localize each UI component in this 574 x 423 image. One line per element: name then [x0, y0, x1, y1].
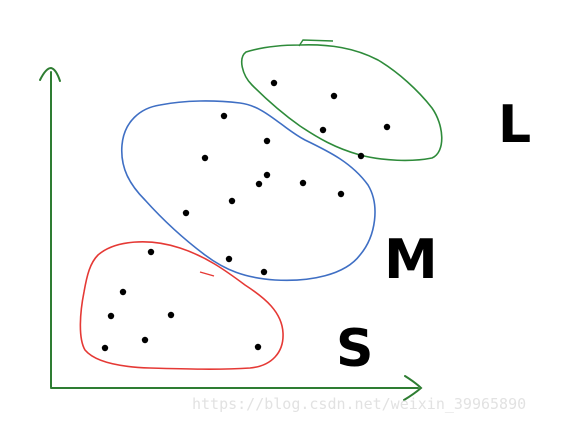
- watermark: https://blog.csdn.net/weixin_39965890: [192, 395, 526, 413]
- data-point: [228, 197, 236, 205]
- axes: [39, 66, 423, 401]
- data-point: [119, 288, 127, 296]
- data-point: [319, 126, 327, 134]
- data-point: [263, 137, 271, 145]
- data-point: [254, 343, 262, 351]
- data-point: [101, 344, 109, 352]
- cluster-large-outline-flick: [298, 39, 334, 47]
- data-point: [357, 152, 365, 160]
- cluster-label-medium: M: [384, 228, 438, 291]
- y-axis-arrowhead-icon: [39, 66, 61, 82]
- data-point: [270, 79, 278, 87]
- data-point: [201, 154, 209, 162]
- data-point: [182, 209, 190, 217]
- data-point: [141, 336, 149, 344]
- data-point: [337, 190, 345, 198]
- data-point: [263, 171, 271, 179]
- cluster-medium-outline: [120, 100, 376, 282]
- cluster-label-small: S: [336, 319, 373, 379]
- data-point: [260, 268, 268, 276]
- points-small: [101, 248, 262, 352]
- cluster-small-tail: [199, 271, 215, 277]
- data-point: [107, 312, 115, 320]
- data-point: [167, 311, 175, 319]
- points-medium: [182, 112, 345, 276]
- data-point: [255, 180, 263, 188]
- data-point: [383, 123, 391, 131]
- cluster-large-outline: [240, 44, 443, 162]
- cluster-label-large: L: [498, 95, 531, 155]
- cluster-small-outline: [79, 241, 284, 370]
- data-point: [330, 92, 338, 100]
- data-point: [147, 248, 155, 256]
- data-point: [299, 179, 307, 187]
- data-point: [220, 112, 228, 120]
- points-large: [270, 79, 391, 160]
- x-axis-arrowhead-icon: [403, 375, 423, 401]
- data-point: [225, 255, 233, 263]
